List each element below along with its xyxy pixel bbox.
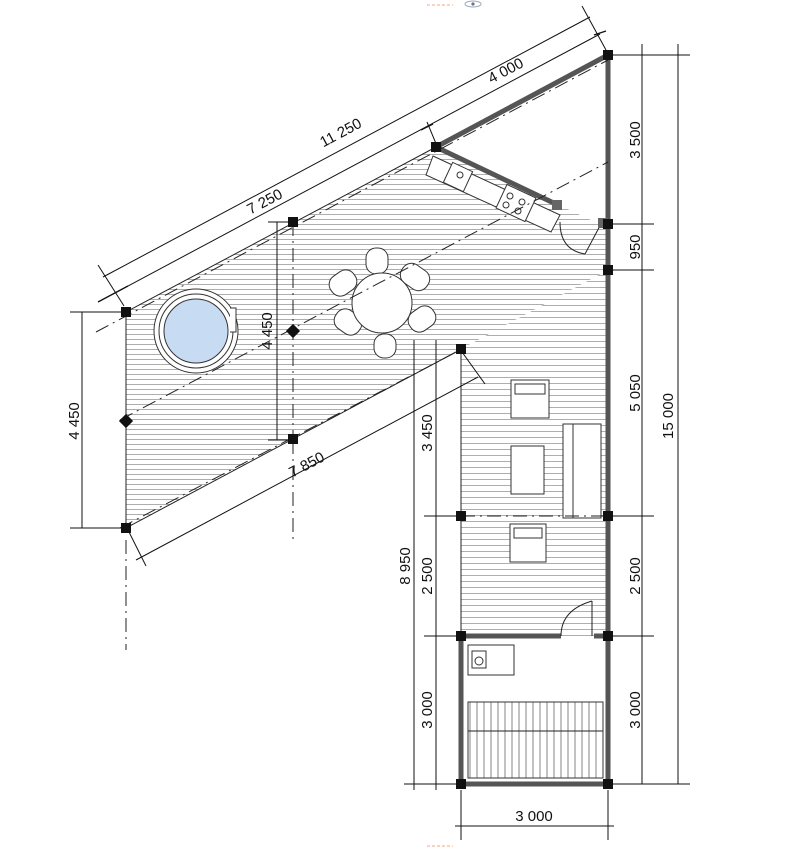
dim-bottom-width: 3 000 bbox=[515, 808, 553, 825]
sauna-bench bbox=[467, 701, 604, 779]
dim-diag-upper: 4 000 bbox=[485, 55, 526, 88]
dim-inner-3450: 3 450 bbox=[419, 414, 436, 452]
posts bbox=[118, 50, 613, 789]
living-room bbox=[461, 379, 608, 563]
dim-right-total: 15 000 bbox=[660, 393, 677, 439]
dim-inner-3000: 3 000 bbox=[419, 691, 436, 729]
door-swing-sauna bbox=[560, 600, 593, 637]
dim-right-mid: 5 050 bbox=[627, 374, 644, 412]
dim-right-3000: 3 000 bbox=[627, 691, 644, 729]
dim-inner-total: 8 950 bbox=[397, 547, 414, 585]
dim-inner-2500: 2 500 bbox=[419, 557, 436, 595]
toolbar-marks bbox=[427, 0, 482, 847]
faucet-icon bbox=[456, 171, 464, 179]
door-swing-kitchen bbox=[559, 221, 586, 255]
dimension-lines bbox=[70, 5, 690, 840]
dim-inner-height: 4 450 bbox=[259, 312, 276, 350]
dim-left-height: 4 450 bbox=[66, 402, 83, 440]
hot-tub-icon bbox=[153, 288, 239, 374]
dim-right-950: 950 bbox=[627, 234, 644, 259]
dim-right-top: 3 500 bbox=[627, 121, 644, 159]
dim-lower-diag: 7 850 bbox=[286, 449, 327, 482]
coffee-table bbox=[510, 445, 545, 495]
dim-right-2500: 2 500 bbox=[627, 557, 644, 595]
dim-diag-total: 11 250 bbox=[317, 115, 365, 151]
stove-icon bbox=[495, 183, 537, 223]
sauna-room bbox=[458, 600, 611, 787]
dining-table-icon bbox=[328, 247, 437, 359]
